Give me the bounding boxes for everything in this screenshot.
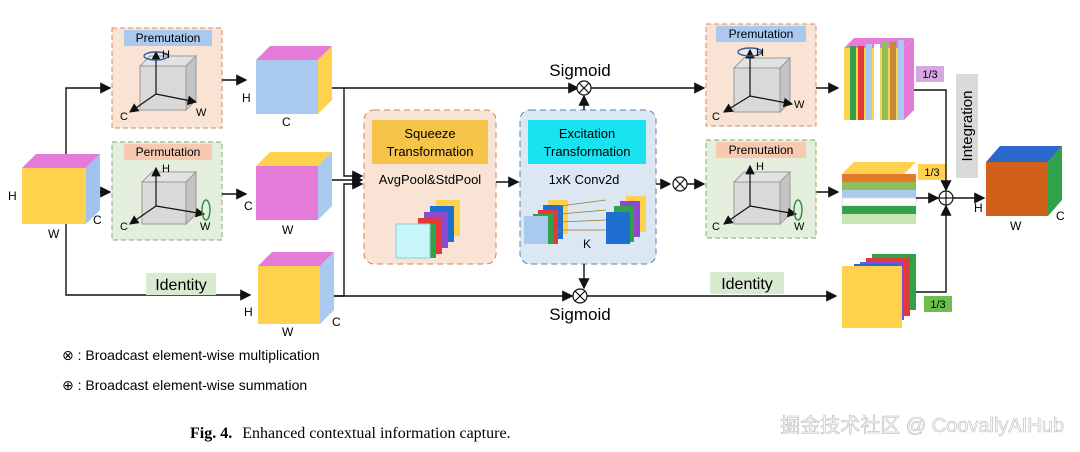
cube-to-squeeze-lines	[332, 82, 580, 302]
input-w-label: W	[48, 227, 60, 241]
mid-axes	[129, 166, 206, 225]
excite-conv-lines	[556, 199, 607, 231]
top-permutation-label-bg	[124, 30, 212, 46]
right-top-c-label: C	[712, 111, 720, 123]
input-cube	[22, 154, 100, 224]
sigmoid-top-label: Sigmoid	[549, 61, 610, 80]
excite-title-bg	[528, 120, 646, 164]
integration-label-bg	[956, 74, 978, 178]
input-c-label: C	[93, 213, 102, 227]
legend-mult: ⊗ : Broadcast element-wise multiplicatio…	[62, 347, 320, 363]
input-h-label: H	[8, 189, 17, 203]
excite-op-label: 1xK Conv2d	[549, 172, 620, 187]
top-c-label: C	[120, 111, 128, 123]
left-identity-label: Identity	[155, 277, 207, 294]
mid-rotation-icon	[201, 199, 211, 221]
perm-to-cube-lines	[222, 74, 248, 200]
squeeze-title-bg	[372, 120, 488, 164]
mid-axis-cube	[140, 170, 198, 226]
identity-cube-w-label: W	[282, 325, 294, 339]
squeeze-op-label: AvgPool&StdPool	[379, 172, 481, 187]
mid-permutation-label: Permutation	[136, 145, 201, 159]
caption-text: Enhanced contextual information capture.	[242, 425, 510, 442]
right-top-rotation-icon	[737, 47, 763, 57]
right-top-h-label: H	[756, 47, 764, 59]
top-permutation-label: Premutation	[136, 31, 201, 45]
right-mid-rotation-icon	[793, 199, 803, 221]
right-mid-h-label: H	[756, 161, 764, 173]
output-stack-top	[844, 38, 914, 120]
mid-c-label: C	[120, 221, 128, 233]
fraction-bottom-bg	[924, 296, 952, 312]
caption: Fig. 4. Enhanced contextual information …	[190, 425, 511, 442]
mid-w-label: W	[200, 221, 211, 233]
identity-cube	[258, 252, 334, 324]
right-top-axes	[722, 48, 794, 113]
mid-rotated-cube	[256, 152, 332, 220]
excite-right-stack	[606, 196, 646, 244]
mid-cube-w-label: W	[282, 223, 294, 237]
top-axes	[129, 50, 198, 113]
mid-cube-c-label: C	[244, 199, 253, 213]
output-stack-mid	[841, 162, 917, 224]
top-cube-h-label: H	[242, 91, 251, 105]
top-rotated-cube	[256, 46, 332, 114]
legend-sum: ⊕ : Broadcast element-wise summation	[62, 377, 307, 393]
excite-title-line1: Excitation	[559, 126, 615, 141]
right-mid-axis-cube	[732, 170, 792, 226]
caption-prefix: Fig. 4.	[190, 425, 232, 442]
output-cube	[986, 146, 1062, 216]
mult-op-top	[576, 80, 592, 96]
top-h-label: H	[162, 49, 170, 61]
excite-title-line2: Transformation	[544, 144, 631, 159]
squeeze-stack-icon	[395, 200, 460, 259]
output-stack-bottom	[842, 254, 916, 328]
right-top-w-label: W	[794, 99, 805, 111]
watermark: 掘金技术社区 @ CoovallyAIHub	[780, 414, 1064, 437]
output-w-label: W	[1010, 219, 1022, 233]
output-c-label: C	[1056, 209, 1065, 223]
mid-permutation-label-bg	[124, 144, 212, 160]
right-mid-w-label: W	[794, 221, 805, 233]
mid-h-label: H	[162, 163, 170, 175]
right-mid-axes	[723, 164, 798, 225]
mult-op-mid	[672, 176, 688, 192]
integration-label: Integration	[959, 91, 976, 162]
sigmoid-bottom-label: Sigmoid	[549, 305, 610, 324]
right-mid-c-label: C	[712, 221, 720, 233]
identity-cube-c-label: C	[332, 315, 341, 329]
top-axis-cube	[138, 54, 198, 112]
output-h-label: H	[974, 201, 983, 215]
mult-op-bottom	[572, 288, 588, 304]
right-mid-label-bg	[716, 142, 806, 158]
excite-k-label: K	[583, 237, 591, 251]
squeeze-title-line2: Transformation	[387, 144, 474, 159]
fraction-mid-bg	[918, 164, 946, 180]
left-identity-label-bg	[146, 273, 216, 295]
right-identity-label-bg	[710, 272, 784, 294]
top-rotation-icon	[143, 51, 169, 61]
fraction-top: 1/3	[922, 69, 937, 81]
fraction-bottom: 1/3	[930, 299, 945, 311]
identity-cube-h-label: H	[244, 305, 253, 319]
top-w-label: W	[196, 107, 207, 119]
fraction-top-bg	[916, 66, 944, 82]
right-top-label-bg	[716, 26, 806, 42]
squeeze-title-line1: Squeeze	[404, 126, 455, 141]
right-top-permutation-label: Premutation	[729, 27, 794, 41]
excite-left-stack	[524, 200, 568, 244]
excite-output-lines	[578, 94, 672, 290]
to-sum-lines	[914, 89, 986, 293]
right-identity-label: Identity	[721, 276, 773, 293]
right-mid-permutation-label: Premutation	[729, 143, 794, 157]
fraction-mid: 1/3	[924, 167, 939, 179]
right-flow-lines	[587, 82, 840, 302]
top-cube-c-label: C	[282, 115, 291, 129]
sum-op	[938, 190, 954, 206]
right-top-axis-cube	[732, 56, 792, 114]
